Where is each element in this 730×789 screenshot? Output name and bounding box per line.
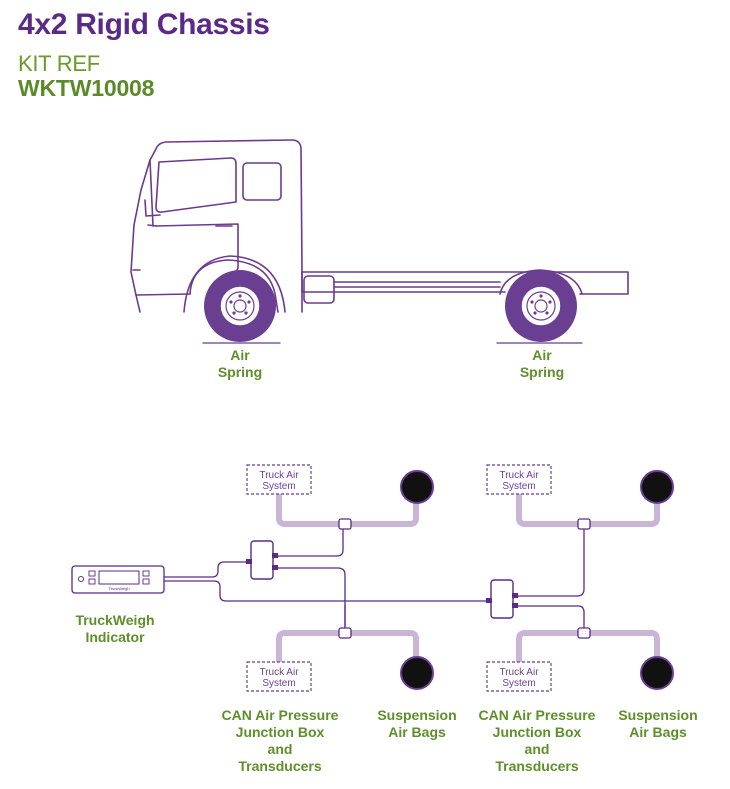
air-system-text: System bbox=[502, 678, 535, 689]
air-bag-right-top bbox=[640, 470, 674, 504]
windshield bbox=[155, 157, 237, 213]
air-system-text: System bbox=[262, 678, 295, 689]
cab-outline bbox=[130, 139, 303, 313]
bags-right-label: Suspension Air Bags bbox=[618, 707, 698, 740]
tee-right-top bbox=[577, 518, 591, 530]
junction-left-label: CAN Air Pressure Junction Box and Transd… bbox=[221, 707, 339, 774]
air-bag-right-bottom bbox=[640, 656, 674, 690]
bags-left-label: Suspension Air Bags bbox=[377, 707, 457, 740]
air-system-box-right-bottom bbox=[486, 661, 552, 692]
front-wheel bbox=[204, 270, 276, 342]
air-system-text: System bbox=[502, 481, 535, 492]
truck-illustration bbox=[130, 139, 629, 344]
air-system-box-left-top bbox=[246, 464, 312, 495]
indicator-brand-text: TruckWeigh bbox=[108, 586, 129, 591]
tee-left-top bbox=[338, 518, 352, 530]
side-window bbox=[242, 162, 282, 201]
air-system-text: System bbox=[262, 481, 295, 492]
indicator-label: TruckWeigh Indicator bbox=[75, 612, 155, 645]
junction-box-left bbox=[246, 540, 278, 580]
tee-right-bottom bbox=[577, 627, 591, 639]
air-system-text: Truck Air bbox=[259, 470, 299, 481]
air-system-box-left-bottom bbox=[246, 661, 312, 692]
air-bag-left-bottom bbox=[400, 656, 434, 690]
kit-ref-code: WKTW10008 bbox=[18, 75, 155, 101]
air-system-text: Truck Air bbox=[499, 470, 539, 481]
air-bag-left-top bbox=[400, 470, 434, 504]
air-system-box-right-top bbox=[486, 464, 552, 495]
cables bbox=[163, 528, 585, 628]
air-lines bbox=[276, 493, 660, 664]
rear-wheel bbox=[505, 270, 577, 342]
kit-ref-label: KIT REF bbox=[18, 51, 100, 76]
fuel-tank bbox=[303, 275, 335, 304]
junction-box-right bbox=[486, 579, 518, 619]
air-system-text: Truck Air bbox=[499, 667, 539, 678]
page-title: 4x2 Rigid Chassis bbox=[18, 8, 270, 41]
air-system-text: Truck Air bbox=[259, 667, 299, 678]
rear-air-spring-label: Air Spring bbox=[519, 347, 565, 380]
tee-left-bottom bbox=[338, 627, 352, 639]
truckweigh-indicator-device: TruckWeigh bbox=[71, 565, 165, 594]
chassis-rail bbox=[301, 271, 629, 295]
junction-right-label: CAN Air Pressure Junction Box and Transd… bbox=[478, 707, 596, 774]
front-air-spring-label: Air Spring bbox=[217, 347, 263, 380]
